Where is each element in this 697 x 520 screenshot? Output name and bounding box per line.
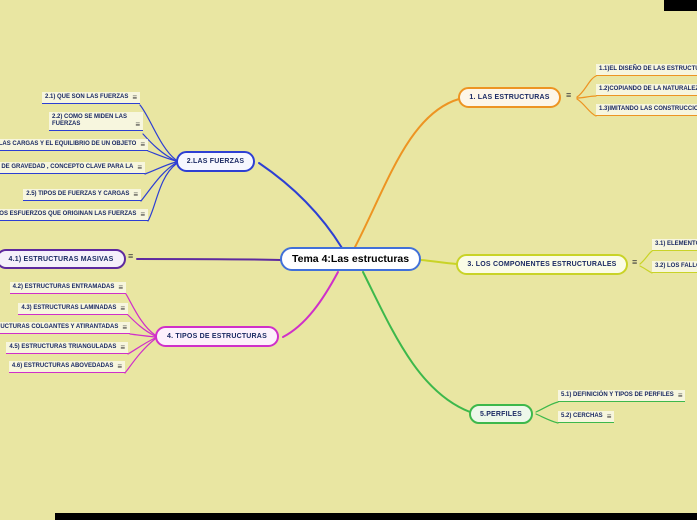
child-label: 1.3)IMITANDO LAS CONSTRUCCIONES (599, 106, 697, 112)
connector (125, 293, 156, 336)
child-label: 4.2) ESTRUCTURAS ENTRAMADAS (12, 284, 115, 290)
branch-node-componentes[interactable]: 3. LOS COMPONENTES ESTRUCTURALES (456, 254, 628, 275)
note-icon[interactable]: ≡ (118, 282, 123, 292)
note-icon[interactable]: ≡ (132, 92, 137, 102)
connector (136, 258, 282, 261)
connector (639, 265, 653, 274)
child-node[interactable]: 4.2) ESTRUCTURAS ENTRAMADAS≡ (9, 282, 126, 295)
connector (639, 250, 653, 265)
screen-artifact-top (664, 0, 697, 11)
child-node[interactable]: 4.5) ESTRUCTURAS TRIANGULADAS≡ (6, 342, 128, 355)
note-icon[interactable]: ≡ (632, 257, 638, 267)
note-icon[interactable]: ≡ (128, 251, 134, 261)
child-label: 1.1)EL DISEÑO DE LAS ESTRUCTURAS (599, 66, 697, 72)
note-icon[interactable]: ≡ (117, 361, 122, 371)
child-node[interactable]: 2.6) LOS ESFUERZOS QUE ORIGINAN LAS FUER… (0, 209, 148, 222)
connector (129, 333, 156, 338)
branch-node-perfiles[interactable]: 5.PERFILES (469, 404, 533, 424)
connector (353, 98, 460, 250)
connector (127, 314, 156, 337)
child-node[interactable]: 3.1) ELEMENTOS≡ (652, 239, 697, 252)
child-label: 3.2) LOS FALLOS (655, 263, 697, 269)
child-label: 4.3) ESTRUCTURAS LAMINADAS (21, 305, 117, 311)
note-icon[interactable]: ≡ (133, 189, 138, 199)
connector (139, 104, 177, 161)
child-node[interactable]: 2.3) LAS CARGAS Y EL EQUILIBRIO DE UN OB… (0, 139, 148, 152)
child-label: 5.2) CERCHAS (561, 413, 603, 419)
note-icon[interactable]: ≡ (677, 390, 683, 400)
child-label: 4.6) ESTRUCTURAS ABOVEDADAS (11, 363, 114, 369)
connector (144, 161, 177, 175)
child-node[interactable]: 2.5) TIPOS DE FUERZAS Y CARGAS≡ (23, 189, 141, 202)
connector (535, 413, 559, 424)
screen-artifact-bottom (55, 513, 697, 520)
connector (420, 259, 458, 265)
child-node[interactable]: 1.3)IMITANDO LAS CONSTRUCCIONES≡ (596, 104, 697, 117)
note-icon[interactable]: ≡ (135, 119, 140, 129)
note-icon[interactable]: ≡ (140, 209, 145, 219)
branch-node-estructuras-masivas[interactable]: 4.1) ESTRUCTURAS MASIVAS (0, 249, 126, 269)
note-icon[interactable]: ≡ (120, 303, 125, 313)
note-icon[interactable]: ≡ (122, 322, 127, 332)
child-node[interactable]: 4.6) ESTRUCTURAS ABOVEDADAS≡ (8, 361, 125, 374)
branch-node-estructuras[interactable]: 1. LAS ESTRUCTURAS (458, 87, 561, 108)
child-label: 1.2)COPIANDO DE LA NATURALEZA (599, 86, 697, 92)
child-label: 2.2) COMO SE MIDEN LAS FUERZAS (52, 114, 128, 128)
connector (124, 338, 156, 374)
connector (147, 163, 177, 222)
note-icon[interactable]: ≡ (120, 342, 125, 352)
child-node[interactable]: 4.4) ESTRUCTURAS COLGANTES Y ATIRANTADAS… (0, 322, 130, 335)
connector (535, 401, 559, 413)
connector (576, 75, 597, 98)
child-node[interactable]: 5.1) DEFINICIÓN Y TIPOS DE PERFILES≡ (558, 390, 686, 403)
note-icon[interactable]: ≡ (137, 162, 142, 172)
child-node[interactable]: 2.2) COMO SE MIDEN LAS FUERZAS ≡ (49, 112, 143, 132)
connector (576, 98, 597, 117)
note-icon[interactable]: ≡ (140, 139, 145, 149)
child-label: 4.5) ESTRUCTURAS TRIANGULADAS (9, 344, 117, 350)
child-label: 5.1) DEFINICIÓN Y TIPOS DE PERFILES (561, 392, 674, 398)
child-node[interactable]: 1.1)EL DISEÑO DE LAS ESTRUCTURAS≡ (596, 64, 697, 77)
child-node[interactable]: 4.3) ESTRUCTURAS LAMINADAS≡ (18, 303, 128, 316)
connector (140, 162, 177, 202)
connector (282, 271, 339, 338)
child-label: 4.4) ESTRUCTURAS COLGANTES Y ATIRANTADAS (0, 324, 119, 330)
note-icon[interactable]: ≡ (606, 411, 612, 421)
child-node[interactable]: 1.2)COPIANDO DE LA NATURALEZA≡ (596, 84, 697, 97)
connector (258, 162, 343, 249)
connector (127, 337, 156, 355)
child-label: 2.5) TIPOS DE FUERZAS Y CARGAS (26, 191, 130, 197)
child-label: 2.1) QUE SON LAS FUERZAS (44, 94, 129, 100)
connector (576, 95, 597, 99)
child-label: 3.1) ELEMENTOS (655, 241, 697, 247)
child-label: 2.6) LOS ESFUERZOS QUE ORIGINAN LAS FUER… (0, 211, 137, 217)
connector (147, 150, 177, 162)
branch-node-fuerzas[interactable]: 2.LAS FUERZAS (176, 151, 255, 172)
connector (362, 271, 471, 413)
central-topic[interactable]: Tema 4:Las estructuras (280, 247, 422, 271)
note-icon[interactable]: ≡ (566, 90, 572, 100)
child-node[interactable]: 5.2) CERCHAS≡ (558, 411, 615, 424)
child-label: 2.3) LAS CARGAS Y EL EQUILIBRIO DE UN OB… (0, 141, 137, 147)
branch-node-tipos[interactable]: 4. TIPOS DE ESTRUCTURAS (155, 326, 279, 347)
child-label: 2.4) LA FUERZA DE GRAVEDAD , CONCEPTO CL… (0, 164, 134, 170)
child-node[interactable]: 2.1) QUE SON LAS FUERZAS≡ (41, 92, 140, 105)
child-node[interactable]: 3.2) LOS FALLOS≡ (652, 261, 697, 274)
child-node[interactable]: 2.4) LA FUERZA DE GRAVEDAD , CONCEPTO CL… (0, 162, 145, 175)
